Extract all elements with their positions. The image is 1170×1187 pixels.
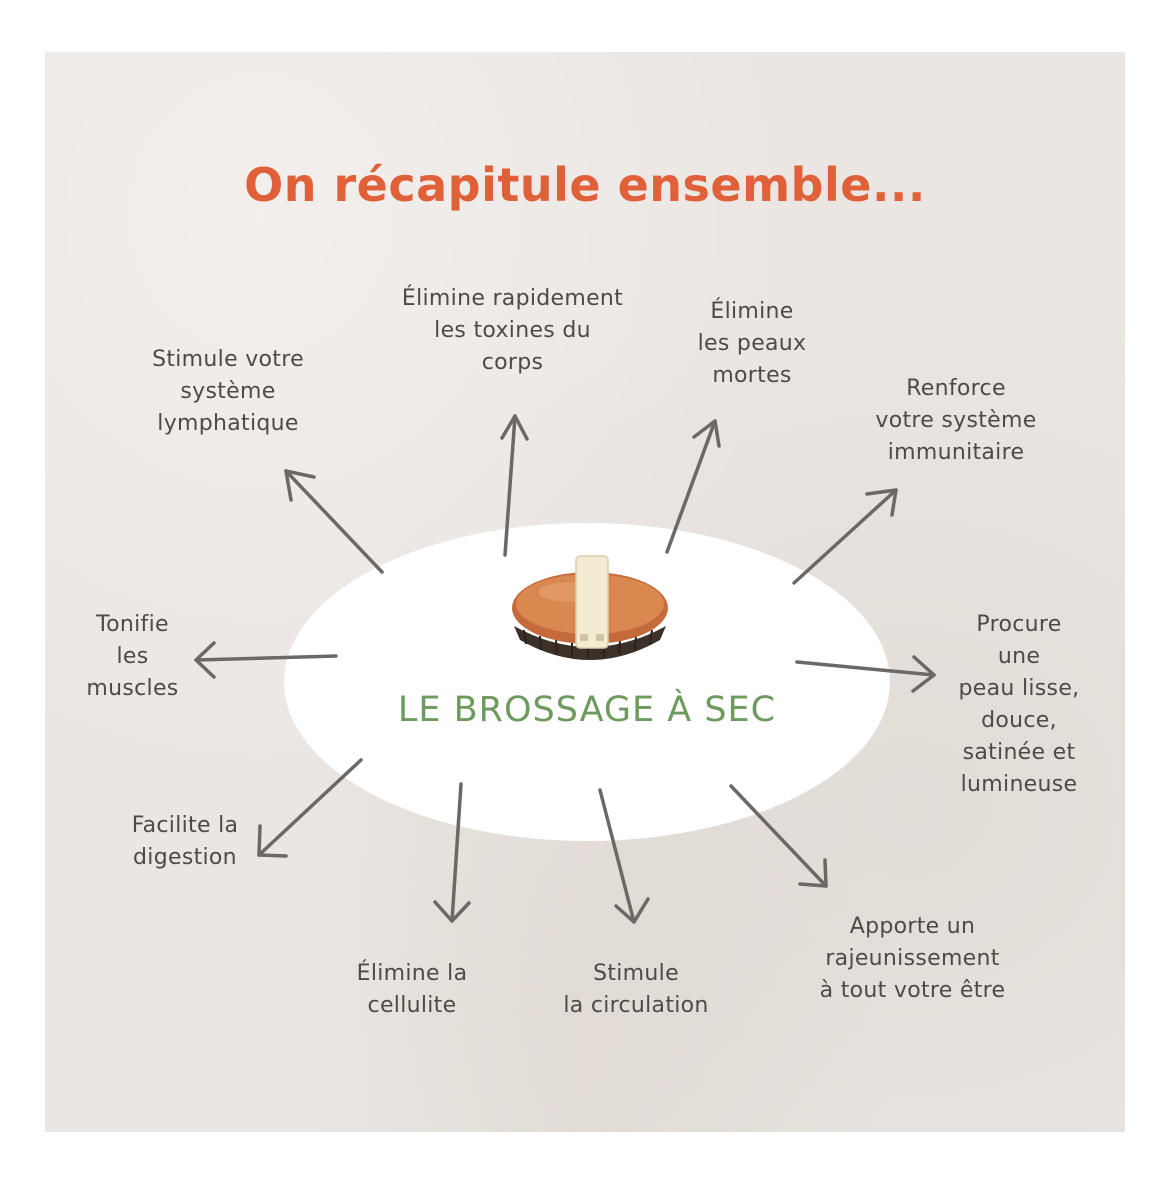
- benefit-cellulite: Élimine la cellulite: [356, 961, 468, 1018]
- benefit-toxins: Élimine rapidement les toxines du corps: [401, 286, 624, 375]
- benefit-dead-skin: Élimine les peaux mortes: [697, 299, 807, 388]
- benefit-digestion: Facilite la digestion: [131, 813, 239, 870]
- page-title: On récapitule ensemble...: [244, 158, 926, 212]
- dry-brush-icon: [512, 555, 668, 660]
- benefit-circulation: Stimule la circulation: [563, 961, 709, 1018]
- benefit-rejuvenation: Apporte un rajeunissement à tout votre ê…: [819, 914, 1006, 1003]
- benefit-immune: Renforce votre système immunitaire: [875, 376, 1037, 465]
- benefit-skin: Procure une peau lisse, douce, satinée e…: [958, 612, 1080, 797]
- benefit-muscles: Tonifie les muscles: [86, 612, 179, 701]
- benefit-lymphatic: Stimule votre système lymphatique: [152, 347, 304, 436]
- center-label: LE BROSSAGE À SEC: [397, 690, 777, 730]
